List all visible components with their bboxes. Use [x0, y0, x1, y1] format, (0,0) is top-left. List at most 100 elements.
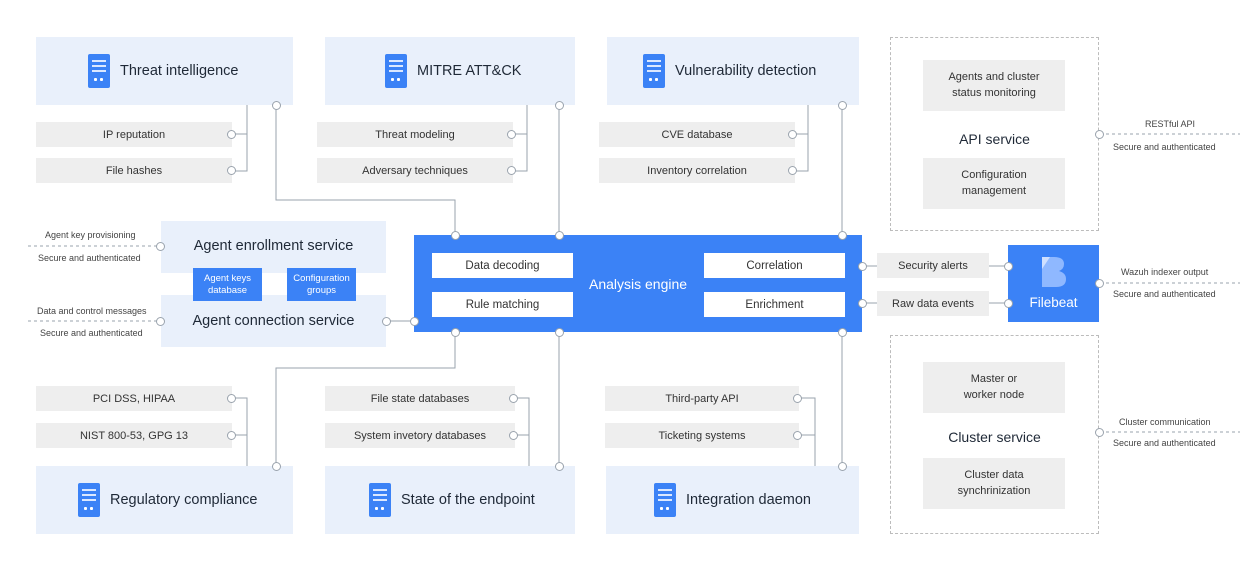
list-item: Third-party API	[605, 386, 799, 411]
server-icon	[643, 54, 665, 88]
group-title: Vulnerability detection	[675, 63, 817, 79]
annotation-key-provisioning: Agent key provisioning	[45, 230, 136, 240]
connector-dot	[788, 130, 797, 139]
server-icon	[654, 483, 676, 517]
annotation-secure: Secure and authenticated	[1113, 438, 1216, 448]
server-icon	[78, 483, 100, 517]
api-service-panel: Agents and cluster status monitoring API…	[890, 37, 1099, 231]
agent-enrollment-service: Agent enrollment service	[161, 221, 386, 273]
annotation-indexer-output: Wazuh indexer output	[1121, 267, 1209, 277]
agent-connection-service: Agent connection service	[161, 295, 386, 347]
filebeat-logo-icon	[1042, 257, 1066, 287]
list-item: NIST 800-53, GPG 13	[36, 423, 232, 448]
connector-dot	[156, 317, 165, 326]
vulnerability-group: Vulnerability detection	[607, 37, 859, 105]
security-alerts-label: Security alerts	[877, 253, 989, 278]
regulatory-group: Regulatory compliance	[36, 466, 293, 534]
list-item: Adversary techniques	[317, 158, 513, 183]
connector-dot	[1095, 279, 1104, 288]
annotation-cluster-communication: Cluster communication	[1119, 417, 1211, 427]
master-worker-node-box: Master or worker node	[923, 362, 1065, 413]
list-item: File hashes	[36, 158, 232, 183]
connector-dot	[382, 317, 391, 326]
service-title: Agent enrollment service	[193, 238, 354, 254]
server-icon	[385, 54, 407, 88]
cluster-service-title: Cluster service	[948, 429, 1041, 445]
list-item: CVE database	[599, 122, 795, 147]
connector-dot	[156, 242, 165, 251]
service-title: Agent connection service	[192, 313, 355, 329]
cluster-data-sync-box: Cluster data synchrinization	[923, 458, 1065, 509]
endpoint-group: State of the endpoint	[325, 466, 575, 534]
connector-dot	[227, 431, 236, 440]
mitre-group: MITRE ATT&CK	[325, 37, 575, 105]
connector-dot	[1095, 130, 1104, 139]
connector-dot	[555, 462, 564, 471]
list-item: Ticketing systems	[605, 423, 799, 448]
connector-dot	[451, 231, 460, 240]
configuration-groups-chip: Configuration groups	[287, 268, 356, 301]
list-item: Inventory correlation	[599, 158, 795, 183]
group-title: State of the endpoint	[401, 492, 535, 508]
connector-dot	[838, 328, 847, 337]
api-service-title: API service	[959, 131, 1030, 147]
data-decoding-box: Data decoding	[432, 253, 573, 278]
group-title: Regulatory compliance	[110, 492, 258, 508]
list-item: IP reputation	[36, 122, 232, 147]
annotation-secure: Secure and authenticated	[1113, 289, 1216, 299]
connector-dot	[838, 231, 847, 240]
status-monitoring-box: Agents and cluster status monitoring	[923, 60, 1065, 111]
connector-dot	[410, 317, 419, 326]
connector-dot	[788, 166, 797, 175]
enrichment-box: Enrichment	[704, 292, 845, 317]
annotation-restful-api: RESTful API	[1145, 119, 1196, 129]
integration-group: Integration daemon	[606, 466, 859, 534]
engine-title: Analysis engine	[589, 276, 688, 292]
annotation-secure: Secure and authenticated	[38, 253, 141, 263]
connector-dot	[1004, 299, 1013, 308]
group-title: Integration daemon	[686, 492, 811, 508]
annotation-data-control: Data and control messages	[37, 306, 147, 316]
connector-dot	[272, 101, 281, 110]
connector-dot	[838, 101, 847, 110]
connector-dot	[507, 130, 516, 139]
server-icon	[88, 54, 110, 88]
connector-dot	[509, 394, 518, 403]
connector-dot	[793, 431, 802, 440]
connector-dot	[555, 328, 564, 337]
group-title: MITRE ATT&CK	[417, 63, 522, 79]
connector-dot	[451, 328, 460, 337]
server-icon	[369, 483, 391, 517]
connector-dot	[509, 431, 518, 440]
list-item: File state databases	[325, 386, 515, 411]
configuration-management-box: Configuration management	[923, 158, 1065, 209]
connector-dot	[227, 130, 236, 139]
connector-dot	[555, 101, 564, 110]
agent-keys-database-chip: Agent keys database	[193, 268, 262, 301]
connector-dot	[507, 166, 516, 175]
cluster-service-panel: Master or worker node Cluster service Cl…	[890, 335, 1099, 534]
annotation-secure: Secure and authenticated	[1113, 142, 1216, 152]
filebeat-box: Filebeat	[1008, 245, 1099, 322]
list-item: System invetory databases	[325, 423, 515, 448]
connector-dot	[1095, 428, 1104, 437]
analysis-engine: Data decoding Rule matching Correlation …	[414, 235, 862, 332]
connector-dot	[858, 299, 867, 308]
connector-dot	[1004, 262, 1013, 271]
connector-dot	[838, 462, 847, 471]
filebeat-label: Filebeat	[1029, 295, 1078, 310]
raw-data-events-label: Raw data events	[877, 291, 989, 316]
annotation-secure: Secure and authenticated	[40, 328, 143, 338]
threat-intelligence-group: Threat intelligence	[36, 37, 293, 105]
rule-matching-box: Rule matching	[432, 292, 573, 317]
connector-dot	[227, 166, 236, 175]
group-title: Threat intelligence	[120, 63, 239, 79]
list-item: Threat modeling	[317, 122, 513, 147]
connector-dot	[272, 462, 281, 471]
connector-dot	[227, 394, 236, 403]
correlation-box: Correlation	[704, 253, 845, 278]
connector-dot	[555, 231, 564, 240]
connector-dot	[793, 394, 802, 403]
connector-dot	[858, 262, 867, 271]
